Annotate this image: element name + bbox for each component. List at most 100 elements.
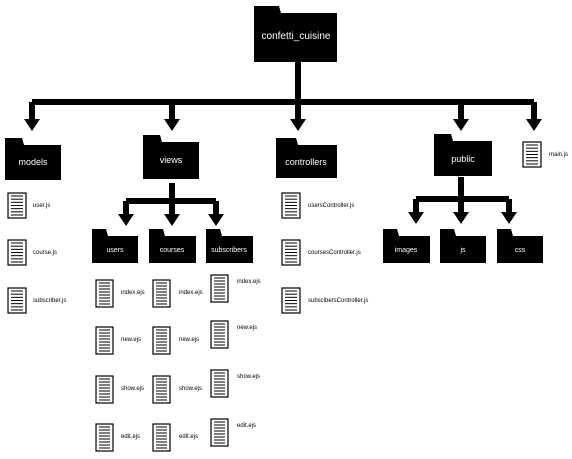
file-label: user.js xyxy=(33,203,50,209)
arrow-to-controllers-icon xyxy=(290,119,306,131)
arrow-to-users-icon xyxy=(118,214,134,226)
folder-icon xyxy=(440,229,486,263)
subscribers-file-3[interactable]: show.ejs xyxy=(210,369,260,398)
folder-users[interactable]: users xyxy=(92,229,138,263)
file-label: usersController.js xyxy=(308,203,354,209)
controllers-file-3[interactable]: subscibersController.js xyxy=(281,287,368,314)
subscribers-file-4[interactable]: edit.ejs xyxy=(210,418,256,447)
file-icon xyxy=(95,375,114,404)
file-label: edit.ejs xyxy=(121,434,140,440)
file-label: show.ejs xyxy=(121,386,144,392)
folder-controllers[interactable]: controllers xyxy=(276,138,337,178)
folder-icon xyxy=(254,6,337,62)
folder-images-label: images xyxy=(395,247,418,254)
file-icon xyxy=(152,279,171,308)
file-label: coursesController.js xyxy=(308,250,361,256)
file-label: show.ejs xyxy=(237,374,260,380)
folder-users-label: users xyxy=(106,247,124,254)
file-icon xyxy=(7,239,27,266)
models-file-3[interactable]: subscriber.js xyxy=(7,287,66,314)
file-label: course.js xyxy=(33,250,57,256)
folder-courses-label: courses xyxy=(160,247,185,254)
folder-js[interactable]: js xyxy=(440,229,486,263)
file-icon xyxy=(281,239,301,266)
file-label: new.ejs xyxy=(121,337,141,343)
file-label: show.ejs xyxy=(179,386,202,392)
folder-views[interactable]: views xyxy=(143,135,199,179)
file-icon xyxy=(152,375,171,404)
file-label: main.js xyxy=(549,152,568,158)
file-label: subscriber.js xyxy=(33,298,66,304)
models-file-1[interactable]: user.js xyxy=(7,192,50,219)
file-label: edit.ejs xyxy=(179,434,198,440)
folder-images[interactable]: images xyxy=(383,229,430,263)
arrow-to-views-icon xyxy=(164,119,180,131)
subscribers-file-1[interactable]: index.ejs xyxy=(210,274,261,303)
file-icon xyxy=(95,279,114,308)
folder-root[interactable]: confetti_cuisine xyxy=(254,6,337,62)
courses-file-2[interactable]: new.ejs xyxy=(152,326,199,355)
file-icon xyxy=(210,320,229,349)
folder-icon xyxy=(276,138,337,178)
file-icon xyxy=(7,287,27,314)
file-icon xyxy=(281,287,301,314)
folder-icon xyxy=(497,229,543,263)
file-icon xyxy=(95,423,114,452)
folder-courses[interactable]: courses xyxy=(149,229,196,263)
folder-subscribers-label: subscribers xyxy=(211,247,247,254)
file-label: edit.ejs xyxy=(237,423,256,429)
folder-icon xyxy=(206,229,253,263)
models-file-2[interactable]: course.js xyxy=(7,239,57,266)
folder-models[interactable]: models xyxy=(5,138,61,180)
controllers-file-1[interactable]: usersController.js xyxy=(281,192,354,219)
file-icon xyxy=(7,192,27,219)
users-file-4[interactable]: edit.ejs xyxy=(95,423,140,452)
arrow-to-public-icon xyxy=(453,119,469,131)
file-label: new.ejs xyxy=(179,337,199,343)
folder-models-label: models xyxy=(18,157,48,167)
connector-lines xyxy=(29,62,537,222)
folder-root-label: confetti_cuisine xyxy=(262,31,331,42)
folder-public-label: public xyxy=(451,154,475,164)
folder-icon xyxy=(5,138,61,180)
file-icon xyxy=(210,418,229,447)
file-icon xyxy=(210,274,229,303)
file-label: index.ejs xyxy=(121,290,145,296)
file-icon xyxy=(152,326,171,355)
arrow-to-js-icon xyxy=(453,212,469,224)
file-label: index.ejs xyxy=(237,279,261,285)
arrow-to-models-icon xyxy=(24,119,40,131)
folder-js-label: js xyxy=(459,247,466,254)
arrow-to-images-icon xyxy=(408,212,424,224)
users-file-3[interactable]: show.ejs xyxy=(95,375,144,404)
courses-file-4[interactable]: edit.ejs xyxy=(152,423,198,452)
arrow-to-courses-icon xyxy=(164,214,180,226)
controllers-file-2[interactable]: coursesController.js xyxy=(281,239,361,266)
courses-file-3[interactable]: show.ejs xyxy=(152,375,202,404)
folder-icon xyxy=(434,134,492,176)
folder-css[interactable]: css xyxy=(497,229,543,263)
folder-icon xyxy=(383,229,430,263)
file-icon xyxy=(152,423,171,452)
users-file-1[interactable]: index.ejs xyxy=(95,279,145,308)
file-icon xyxy=(95,326,114,355)
arrow-to-subscribers-icon xyxy=(208,214,224,226)
courses-file-1[interactable]: index.ejs xyxy=(152,279,203,308)
folder-subscribers[interactable]: subscribers xyxy=(206,229,253,263)
subscribers-file-2[interactable]: new.ejs xyxy=(210,320,257,349)
folder-public[interactable]: public xyxy=(434,134,492,176)
file-label: subscibersController.js xyxy=(308,298,368,304)
main-js-file[interactable]: main.js xyxy=(522,141,568,168)
folder-controllers-label: controllers xyxy=(285,157,327,167)
file-icon xyxy=(210,369,229,398)
file-label: new.ejs xyxy=(237,325,257,331)
arrow-to-css-icon xyxy=(501,212,517,224)
folder-views-label: views xyxy=(160,155,183,165)
folder-css-label: css xyxy=(515,247,526,254)
users-file-2[interactable]: new.ejs xyxy=(95,326,141,355)
arrow-heads xyxy=(24,119,542,226)
file-label: index.ejs xyxy=(179,290,203,296)
file-icon xyxy=(281,192,301,219)
folder-icon xyxy=(143,135,199,179)
